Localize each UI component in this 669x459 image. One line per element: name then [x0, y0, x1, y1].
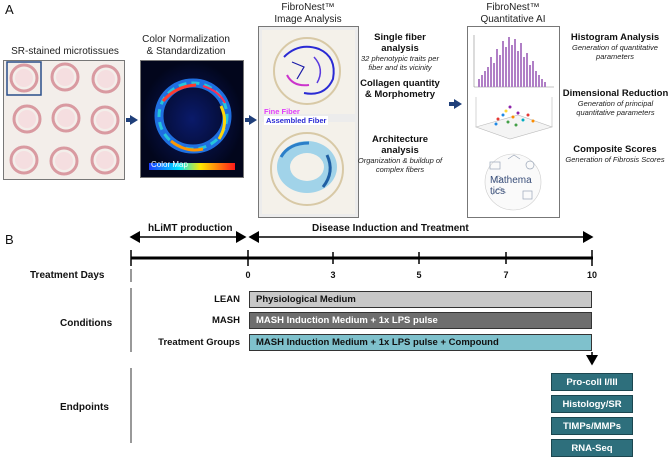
endpoint-rnaseq: RNA-Seq: [551, 439, 633, 457]
single-fiber-analysis-item: Single fiber analysis 32 phenotypic trai…: [361, 32, 439, 72]
flow-arrow-2: [245, 115, 257, 125]
endpoint-histology: Histology/SR: [551, 395, 633, 413]
ai-analysis-illustration: [473, 35, 554, 211]
condition-name-lean: LEAN: [214, 294, 240, 305]
phase2-label: Disease Induction and Treatment: [312, 223, 469, 234]
image-analysis-panel: Fine Fiber Assembled Fiber: [258, 26, 359, 218]
treatment-days-label: Treatment Days: [30, 270, 105, 281]
condition-bar-mash: MASH Induction Medium + 1x LPS pulse: [249, 312, 592, 329]
stage1-caption: SR-stained microtissues: [11, 46, 119, 57]
fine-fiber-label: Fine Fiber: [264, 107, 300, 116]
stage3-caption: FibroNest™ Image Analysis: [274, 2, 342, 25]
histogram-analysis-item: Histogram Analysis Generation of quantit…: [570, 32, 660, 61]
conditions-label: Conditions: [60, 318, 113, 329]
composite-score-illustration: [484, 153, 542, 211]
3d-scatter-illustration: [475, 97, 553, 140]
microtissue-grid-illustration: [6, 61, 121, 176]
sr-microtissue-image: [3, 60, 125, 180]
tick-label-5: 5: [416, 270, 422, 280]
condition-bar-treatment: MASH Induction Medium + 1x LPS pulse + C…: [249, 334, 592, 351]
composite-scores-item: Composite Scores Generation of Fibrosis …: [565, 144, 665, 164]
fiber-analysis-illustration: [262, 30, 355, 214]
selection-box: [6, 61, 42, 96]
tick-label-7: 7: [503, 270, 509, 280]
tick-label-0: 0: [245, 270, 251, 280]
condition-name-treatment: Treatment Groups: [158, 337, 240, 348]
color-map-label: Color Map: [151, 160, 188, 169]
condition-name-mash: MASH: [212, 315, 240, 326]
dimensional-reduction-item: Dimensional Reduction Generation of prin…: [562, 88, 669, 117]
assembled-fiber-label: Assembled Fiber: [264, 116, 329, 125]
flow-arrow-1: [126, 115, 138, 125]
endpoint-procoll: Pro-coll I/III: [551, 373, 633, 391]
stage2-caption: Color Normalization & Standardization: [142, 34, 230, 57]
condition-bar-lean: Physiological Medium: [249, 291, 592, 308]
quantitative-ai-panel: Mathema tics: [467, 26, 560, 218]
stage4-caption: FibroNest™ Quantitative AI: [480, 2, 546, 25]
flow-arrow-3: [449, 99, 463, 109]
phase1-label: hLiMT production: [148, 223, 233, 234]
tick-label-10: 10: [586, 270, 597, 280]
endpoint-timps: TIMPs/MMPs: [551, 417, 633, 435]
histogram-illustration: [473, 35, 554, 88]
panel-b-letter: B: [5, 232, 14, 247]
mathematics-label: Mathema tics: [490, 175, 532, 197]
collagen-quantity-item: Collagen quantity & Morphometry: [360, 78, 440, 100]
tick-label-3: 3: [330, 270, 336, 280]
panel-a-letter: A: [5, 2, 14, 17]
heatmap-ring-illustration: [141, 61, 243, 177]
color-normalized-image: Color Map: [140, 60, 244, 178]
endpoints-label: Endpoints: [60, 402, 109, 413]
architecture-analysis-item: Architecture analysis Organization & bui…: [357, 134, 443, 174]
